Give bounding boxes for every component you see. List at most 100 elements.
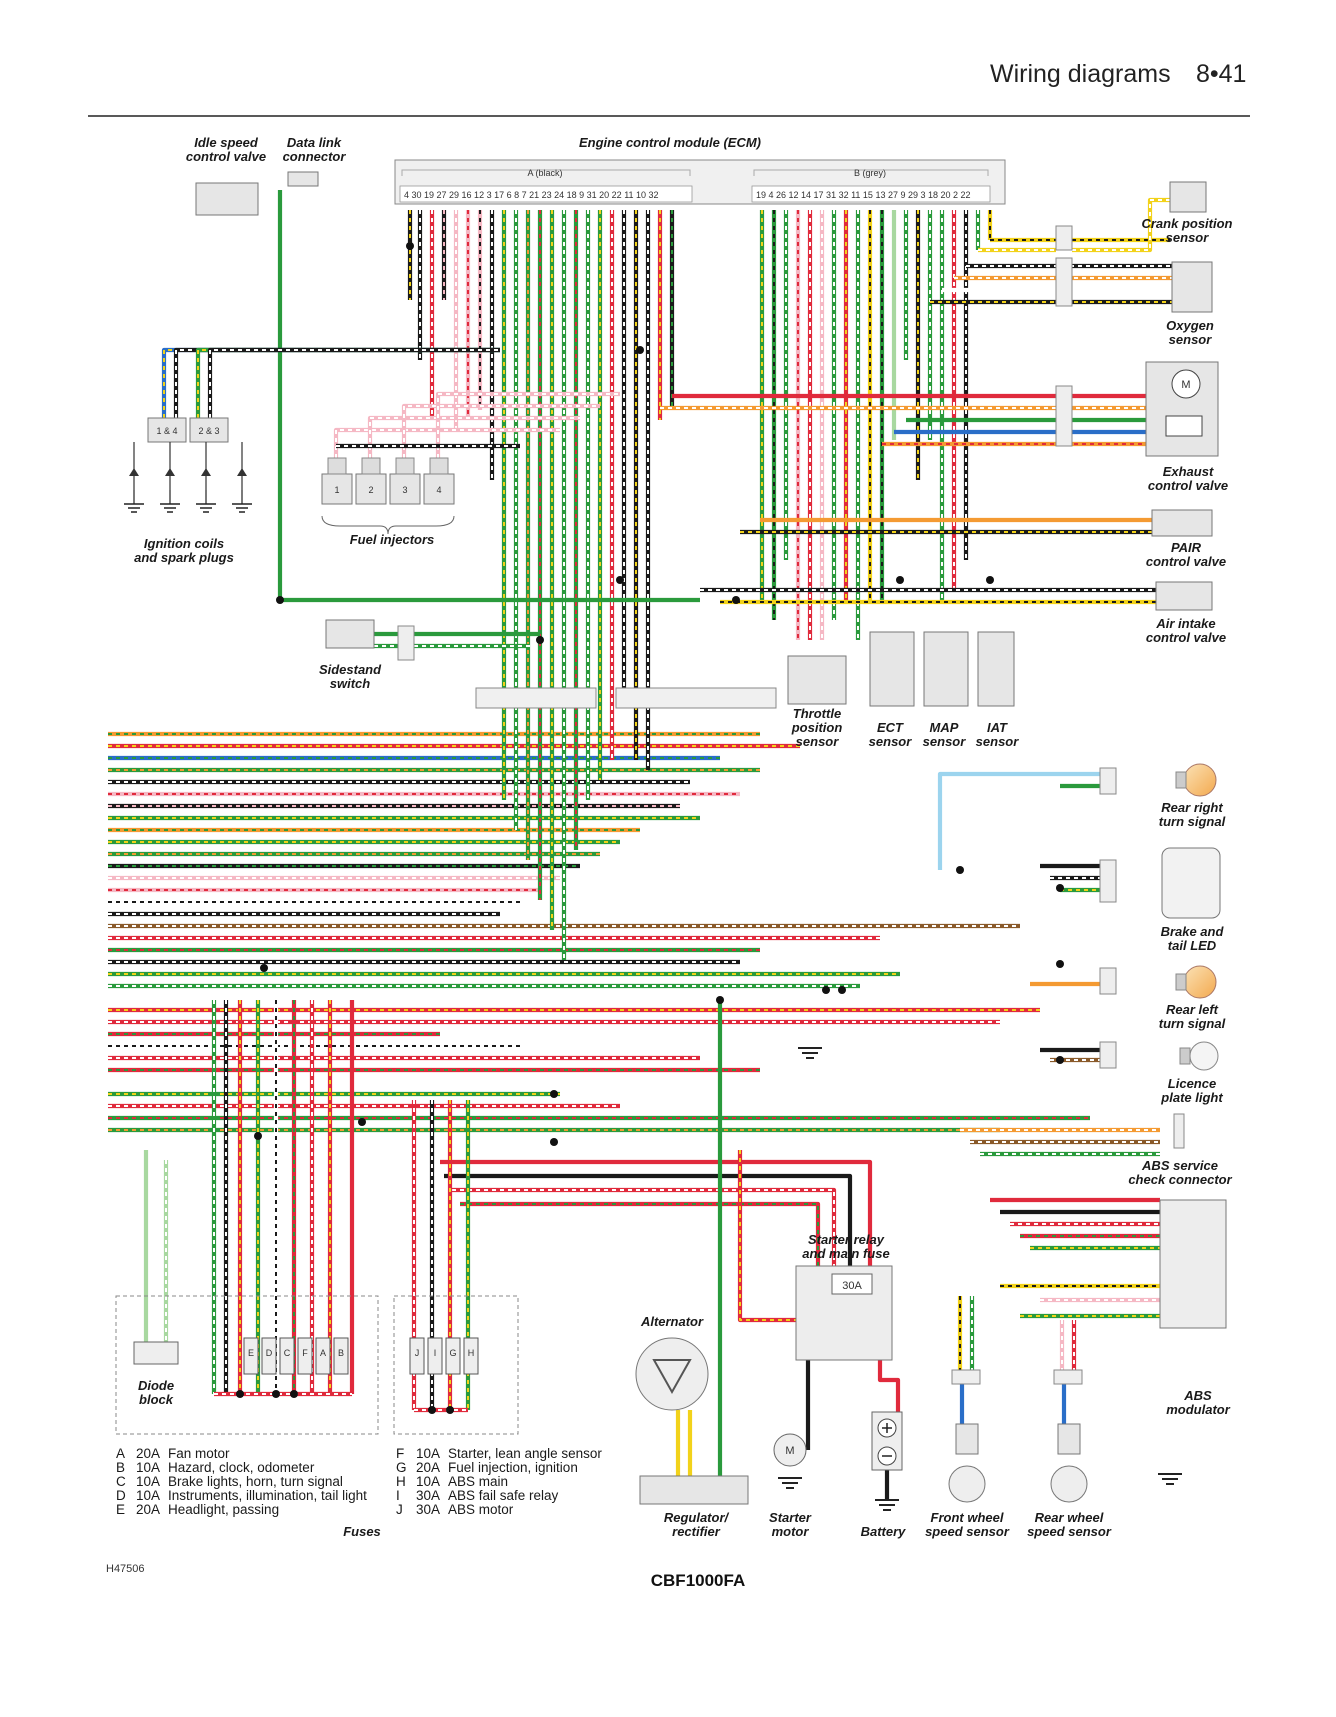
rear-left-bulb-base: [1175, 973, 1187, 991]
licence-label-1: Licence: [1168, 1076, 1216, 1091]
exhaust-motor-m: M: [1181, 379, 1190, 391]
abs-modulator: [1159, 1199, 1227, 1329]
spark-plugs: [124, 442, 252, 513]
sidestand-label-1: Sidestand: [319, 662, 382, 677]
front-wheel-connector: [951, 1369, 981, 1385]
ground-icon-3: [875, 1499, 899, 1511]
air-intake-label-1: Air intake: [1155, 616, 1215, 631]
diode-block: [133, 1341, 179, 1365]
ecm-connector-b-label: B (grey): [854, 168, 886, 178]
oxygen-sensor: [1171, 261, 1213, 313]
diagram-code: H47506: [106, 1563, 145, 1575]
junction-dot: [254, 1132, 262, 1140]
sidestand-connector: [397, 625, 415, 661]
fuse-legend-id: E: [116, 1502, 125, 1517]
junction-dot: [1056, 1056, 1064, 1064]
fuse-C-label: C: [284, 1348, 291, 1358]
abs-mod-label-2: modulator: [1166, 1402, 1230, 1417]
fuse-legend-id: B: [116, 1460, 125, 1475]
fuse-box-right: [393, 1295, 519, 1435]
iat-label-1: IAT: [987, 720, 1008, 735]
fuse-legend-rating: 10A: [136, 1460, 160, 1475]
abs-mod-label-1: ABS: [1183, 1388, 1212, 1403]
ect-label-2: sensor: [869, 734, 913, 749]
junction-dot: [260, 964, 268, 972]
junction-dot: [236, 1390, 244, 1398]
throttle-label-2: position: [791, 720, 843, 735]
junction-dot: [1056, 884, 1064, 892]
rear-wheel-label-2: speed sensor: [1027, 1524, 1112, 1539]
junction-dot: [358, 1118, 366, 1126]
air-intake-label-2: control valve: [1146, 630, 1226, 645]
junction-dot: [956, 866, 964, 874]
oxygen-label-2: sensor: [1169, 332, 1213, 347]
ect-label-1: ECT: [877, 720, 904, 735]
fuse-legend-desc: ABS main: [448, 1474, 508, 1489]
ground-icon-4: [1158, 1473, 1182, 1485]
spark-plug-4: [232, 442, 252, 513]
junction-dot: [716, 996, 724, 1004]
rear-right-label-1: Rear right: [1161, 800, 1223, 815]
main-power-rw: [452, 1187, 837, 1266]
rear-wheel-label-1: Rear wheel: [1035, 1510, 1104, 1525]
fuse-D-label: D: [266, 1348, 273, 1358]
fuse-legend-rating: 20A: [136, 1502, 160, 1517]
fuse-legend-desc: Brake lights, horn, turn signal: [168, 1474, 343, 1489]
junction-dot: [290, 1390, 298, 1398]
iat-label-2: sensor: [976, 734, 1020, 749]
ignition-coil-23: [189, 417, 229, 443]
pair-label-1: PAIR: [1171, 540, 1202, 555]
fuse-A: [315, 1337, 331, 1375]
starter-relay-label-1: Starter relay: [808, 1232, 885, 1247]
air-intake-control-valve: [1155, 581, 1213, 611]
battery-label: Battery: [861, 1524, 907, 1539]
junction-dot: [550, 1138, 558, 1146]
junction-dot: [838, 986, 846, 994]
fuse-H-label: H: [468, 1348, 475, 1358]
junction-dot: [896, 576, 904, 584]
junction-dot: [272, 1390, 280, 1398]
rear-right-blue: [937, 771, 1100, 870]
fuse-box-left: [115, 1295, 379, 1435]
crank-connector: [1055, 225, 1073, 251]
rear-left-turn-bulb: [1183, 965, 1217, 999]
brake-tail-label-1: Brake and: [1161, 924, 1225, 939]
fuse-legend-desc: Headlight, passing: [168, 1502, 279, 1517]
junction-dot: [276, 596, 284, 604]
main-power-rg: [460, 1201, 821, 1266]
injector-feed: [333, 427, 560, 458]
map-label-2: sensor: [923, 734, 967, 749]
idle-speed-label-2: control valve: [186, 149, 266, 164]
licence-label-2: plate light: [1160, 1090, 1223, 1105]
licence-bulb-base: [1179, 1047, 1191, 1065]
fuse-F-label: F: [302, 1348, 308, 1358]
fuel-injectors: [321, 457, 455, 535]
ect-sensor: [869, 631, 915, 707]
main-power-red: [440, 1159, 873, 1266]
front-wheel-sensor-body: [955, 1423, 979, 1455]
fuse-legend-rating: 10A: [416, 1446, 440, 1461]
data-link-label-1: Data link: [287, 135, 342, 150]
junction-dot: [406, 242, 414, 250]
fuse-legend-rating: 20A: [136, 1446, 160, 1461]
starter-motor-label-2: motor: [772, 1524, 810, 1539]
fuse-legend-rating: 10A: [416, 1474, 440, 1489]
fuse-legend-id: G: [396, 1460, 407, 1475]
fuse-E: [243, 1337, 259, 1375]
fuse-F: [297, 1337, 313, 1375]
rear-wheel-speed-sensor: [1050, 1465, 1088, 1503]
pair-control-valve: [1151, 509, 1213, 537]
junction-dot: [536, 636, 544, 644]
spark-plug-2: [160, 442, 180, 513]
fuse-J-label: J: [415, 1348, 420, 1358]
rear-right-connector: [1099, 767, 1117, 795]
rear-right-bulb-base: [1175, 771, 1187, 789]
ecm-connector-a-label: A (black): [527, 168, 562, 178]
brake-tail-label-2: tail LED: [1168, 938, 1217, 953]
oxygen-connector: [1055, 257, 1073, 307]
